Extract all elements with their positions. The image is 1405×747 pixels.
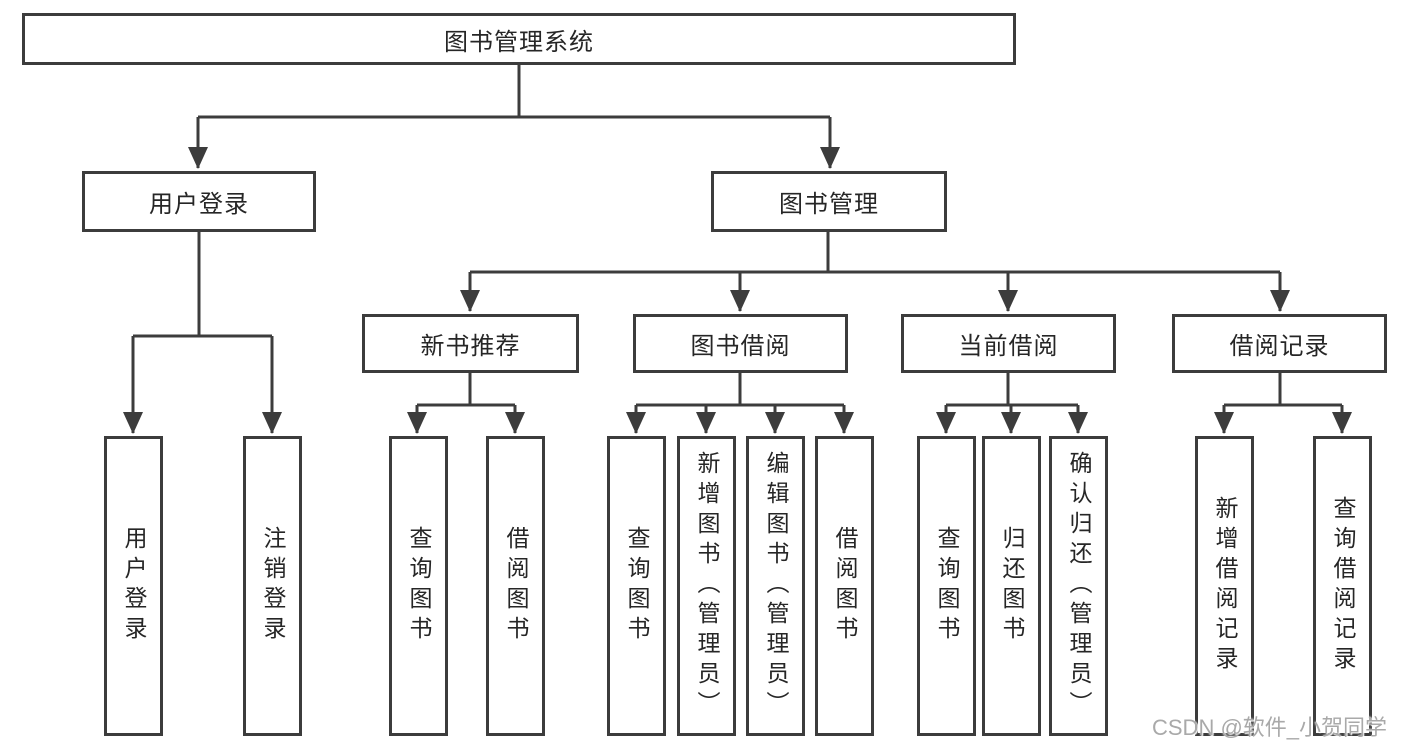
node-label: 图书借阅 [690, 333, 791, 360]
leaf-query-book-3: 查询图书 [917, 436, 976, 736]
node-book-management-module: 图书管理 [711, 171, 947, 232]
node-label: 确认归还（管理员） [1066, 451, 1092, 721]
node-new-book-recommend: 新书推荐 [362, 314, 579, 373]
node-label: 借阅图书 [503, 526, 529, 646]
node-label: 查询图书 [406, 526, 432, 646]
node-label: 图书管理系统 [444, 28, 594, 56]
leaf-edit-book-admin: 编辑图书（管理员） [746, 436, 805, 736]
leaf-borrow-book-1: 借阅图书 [486, 436, 545, 736]
node-label: 借阅图书 [832, 526, 858, 646]
leaf-borrow-book-2: 借阅图书 [815, 436, 874, 736]
leaf-add-borrow-record: 新增借阅记录 [1195, 436, 1254, 736]
node-label: 用户登录 [121, 526, 147, 646]
leaf-query-borrow-record: 查询借阅记录 [1313, 436, 1372, 736]
node-label: 当前借阅 [958, 333, 1059, 360]
node-current-borrow: 当前借阅 [901, 314, 1116, 373]
leaf-add-book-admin: 新增图书（管理员） [677, 436, 736, 736]
node-label: 新书推荐 [420, 333, 521, 360]
node-label: 编辑图书（管理员） [763, 451, 789, 721]
leaf-return-book: 归还图书 [982, 436, 1041, 736]
node-label: 图书管理 [779, 191, 879, 218]
leaf-confirm-return-admin: 确认归还（管理员） [1049, 436, 1108, 736]
node-label: 归还图书 [999, 526, 1025, 646]
leaf-query-book-2: 查询图书 [607, 436, 666, 736]
node-user-login-module: 用户登录 [82, 171, 316, 232]
leaf-logout: 注销登录 [243, 436, 302, 736]
node-book-borrow: 图书借阅 [633, 314, 848, 373]
node-borrow-records: 借阅记录 [1172, 314, 1387, 373]
node-label: 查询图书 [934, 526, 960, 646]
node-label: 用户登录 [149, 191, 249, 218]
node-label: 注销登录 [260, 526, 286, 646]
leaf-user-login: 用户登录 [104, 436, 163, 736]
node-label: 查询图书 [624, 526, 650, 646]
csdn-watermark: CSDN @软件_小贺同学 [1152, 715, 1388, 740]
node-root-system: 图书管理系统 [22, 13, 1016, 65]
node-label: 新增借阅记录 [1212, 496, 1238, 676]
node-label: 新增图书（管理员） [694, 451, 720, 721]
node-label: 查询借阅记录 [1330, 496, 1356, 676]
node-label: 借阅记录 [1229, 333, 1330, 360]
leaf-query-book-1: 查询图书 [389, 436, 448, 736]
